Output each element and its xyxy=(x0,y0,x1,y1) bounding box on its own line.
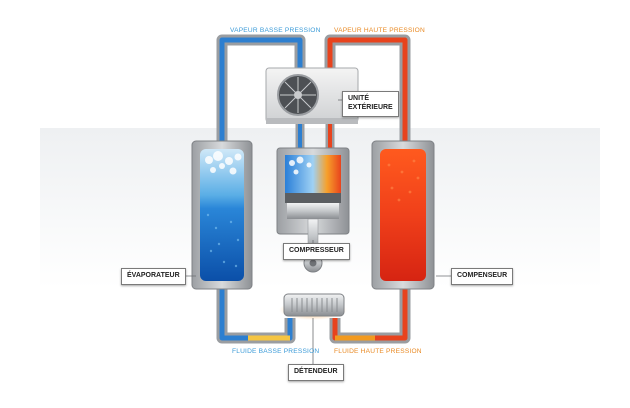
label-vapeur-basse-pression: VAPEUR BASSE PRESSION xyxy=(230,28,321,35)
evaporateur-tank xyxy=(192,141,252,289)
label-fluide-basse-pression: FLUIDE BASSE PRESSION xyxy=(232,349,319,356)
label-vapeur-haute-pression: VAPEUR HAUTE PRESSION xyxy=(334,28,425,35)
label-unite-line2: EXTÉRIEURE xyxy=(348,104,393,113)
label-unite-line1: UNITÉ xyxy=(348,95,393,104)
compenseur-tank xyxy=(372,141,434,289)
label-compenseur: COMPENSEUR xyxy=(451,268,513,285)
label-unite-exterieure: UNITÉ EXTÉRIEURE xyxy=(342,91,399,117)
detendeur-valve xyxy=(279,294,347,320)
label-compresseur: COMPRESSEUR xyxy=(283,243,350,260)
label-detendeur: DÉTENDEUR xyxy=(288,364,344,381)
label-evaporateur: ÉVAPORATEUR xyxy=(121,268,186,285)
label-fluide-haute-pression: FLUIDE HAUTE PRESSION xyxy=(334,349,422,356)
